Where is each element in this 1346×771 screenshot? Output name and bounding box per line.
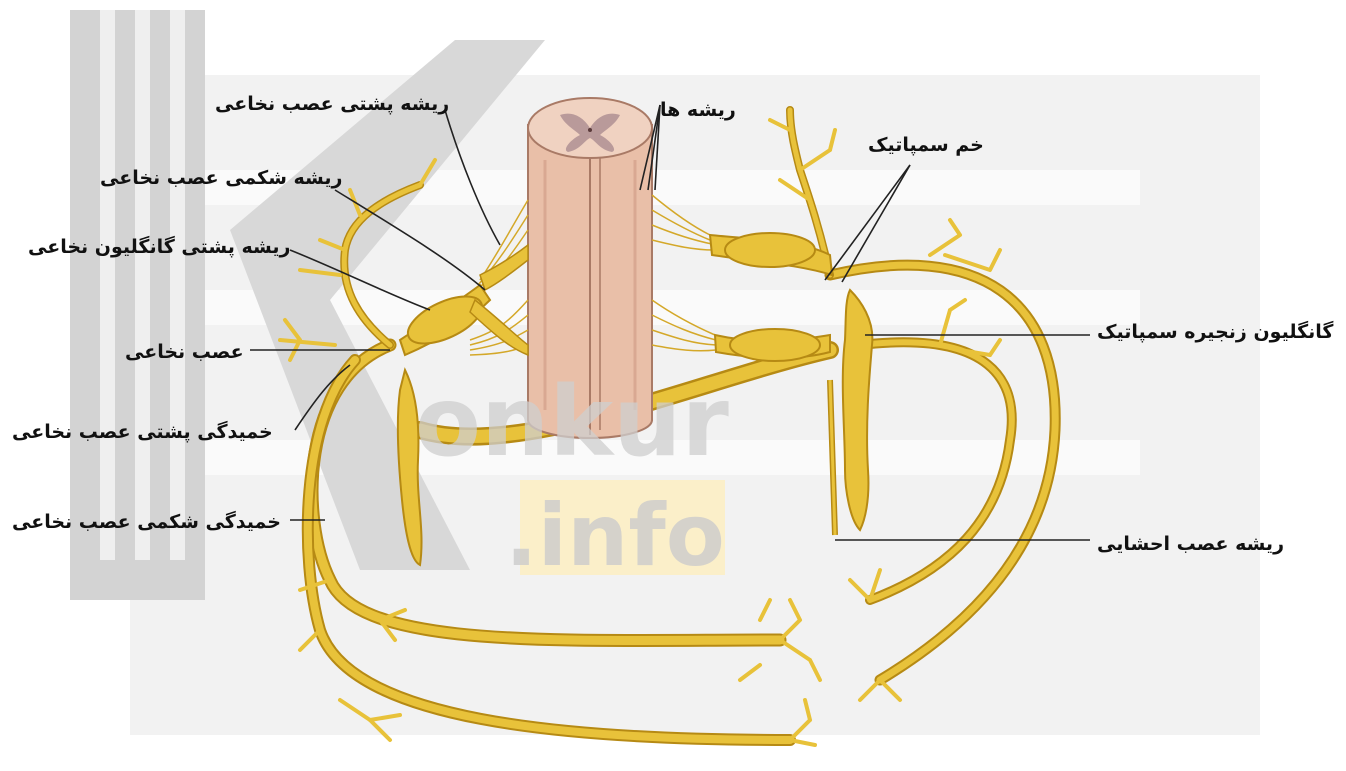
label-dorsal-root-ganglion: ریشه پشتی گانگلیون نخاعی: [28, 235, 290, 259]
label-dorsal-root: ریشه پشتی عصب نخاعی: [215, 92, 449, 116]
label-sympathetic-ramus: خم سمپاتیک: [868, 133, 984, 157]
label-ventral-root: ریشه شکمی عصب نخاعی: [100, 166, 342, 190]
sympathetic-chain-ganglion-right: [843, 290, 873, 530]
label-sympathetic-chain-ganglion: گانگلیون زنجیره سمپاتیک: [1097, 320, 1333, 344]
watermark-text-main: onkur: [415, 366, 729, 478]
label-dorsal-ramus: خمیدگی پشتی عصب نخاعی: [12, 420, 273, 444]
watermark-text-sub: .info: [505, 486, 725, 586]
label-rootlets: ریشه ها: [660, 98, 736, 122]
label-visceral-nerve-root: ریشه عصب احشایی: [1097, 532, 1284, 556]
label-ventral-ramus: خمیدگی شکمی عصب نخاعی: [12, 510, 281, 534]
label-spinal-nerve: عصب نخاعی: [125, 340, 244, 364]
